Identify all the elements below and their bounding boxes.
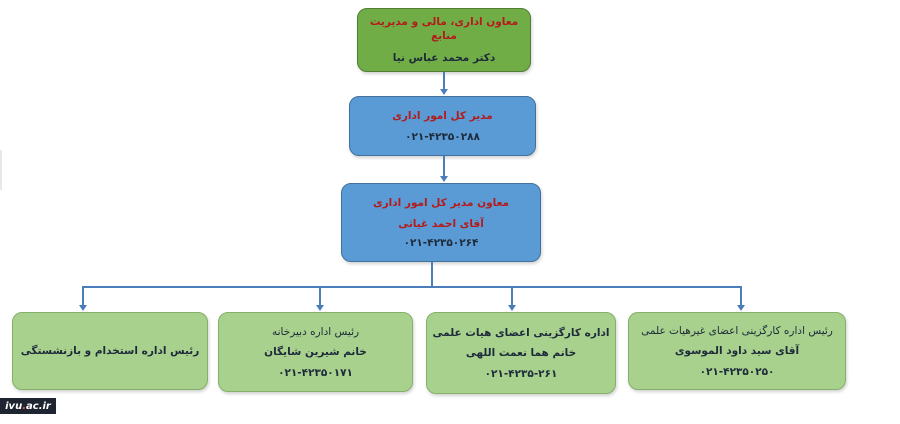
connector-arrow <box>508 305 516 311</box>
connector-line <box>82 286 84 306</box>
connector-arrow <box>440 89 448 95</box>
node-secretariat: رئیس اداره دبیرخانه خانم شیرین شایگان ۰۲… <box>218 312 413 392</box>
node-phone: ۰۲۱-۴۲۳۵۰۲۶۴ <box>403 236 479 249</box>
node-person-name: آقای احمد غیاثی <box>398 217 484 230</box>
connector-bus <box>82 286 741 288</box>
connector-line <box>511 286 513 306</box>
connector-line <box>443 72 445 90</box>
connector-arrow <box>440 176 448 182</box>
logo-text: ivu <box>5 400 23 412</box>
connector-line <box>740 286 742 306</box>
connector-line <box>443 156 445 177</box>
connector-arrow <box>737 305 745 311</box>
node-phone: ۰۲۱-۴۲۳۵۰۲۵۰ <box>699 366 775 379</box>
edge-decoration <box>0 150 2 190</box>
connector-line <box>431 262 433 286</box>
node-person-name: دکتر محمد عباس نیا <box>392 52 496 65</box>
node-phone: ۰۲۱-۴۲۳۵۰۱۷۱ <box>278 367 353 380</box>
node-deputy-director: معاون مدیر کل امور اداری آقای احمد غیاثی… <box>341 183 541 262</box>
node-phone: ۰۲۱-۴۲۳۵-۲۶۱ <box>484 368 558 381</box>
node-person-name: خانم هما نعمت اللهی <box>465 347 577 359</box>
node-title: اداره کارگزینی اعضای هیات علمی <box>432 326 610 339</box>
node-title: معاون مدیر کل امور اداری <box>373 197 509 210</box>
connector-arrow <box>79 305 87 311</box>
node-person-name: خانم شیرین شایگان <box>264 346 367 358</box>
connector-line <box>319 286 321 306</box>
node-person-name: آقای سید داود الموسوی <box>674 345 800 357</box>
node-employment-retirement: رئیس اداره استخدام و بازنشستگی <box>12 312 208 390</box>
node-director-general: مدیر کل امور اداری ۰۲۱-۴۲۳۵۰۲۸۸ <box>349 96 536 156</box>
node-title: رئیس اداره دبیرخانه <box>271 325 360 338</box>
node-faculty-personnel: اداره کارگزینی اعضای هیات علمی خانم هما … <box>426 312 616 394</box>
site-logo: ivu.ac.ir <box>0 398 56 414</box>
logo-dot: . <box>22 400 27 412</box>
node-title: معاون اداری، مالی و مدیریت منابع <box>369 15 519 42</box>
node-title: مدیر کل امور اداری <box>392 109 493 122</box>
node-title: رئیس اداره استخدام و بازنشستگی <box>20 344 200 357</box>
logo-text: ac.ir <box>26 400 51 412</box>
connector-arrow <box>316 305 324 311</box>
node-phone: ۰۲۱-۴۲۳۵۰۲۸۸ <box>405 131 480 144</box>
node-non-faculty-personnel: رئیس اداره کارگزینی اعضای غیرهیات علمی آ… <box>628 312 846 390</box>
node-deputy-administration: معاون اداری، مالی و مدیریت منابع دکتر مح… <box>357 8 531 72</box>
node-title: رئیس اداره کارگزینی اعضای غیرهیات علمی <box>641 324 833 337</box>
